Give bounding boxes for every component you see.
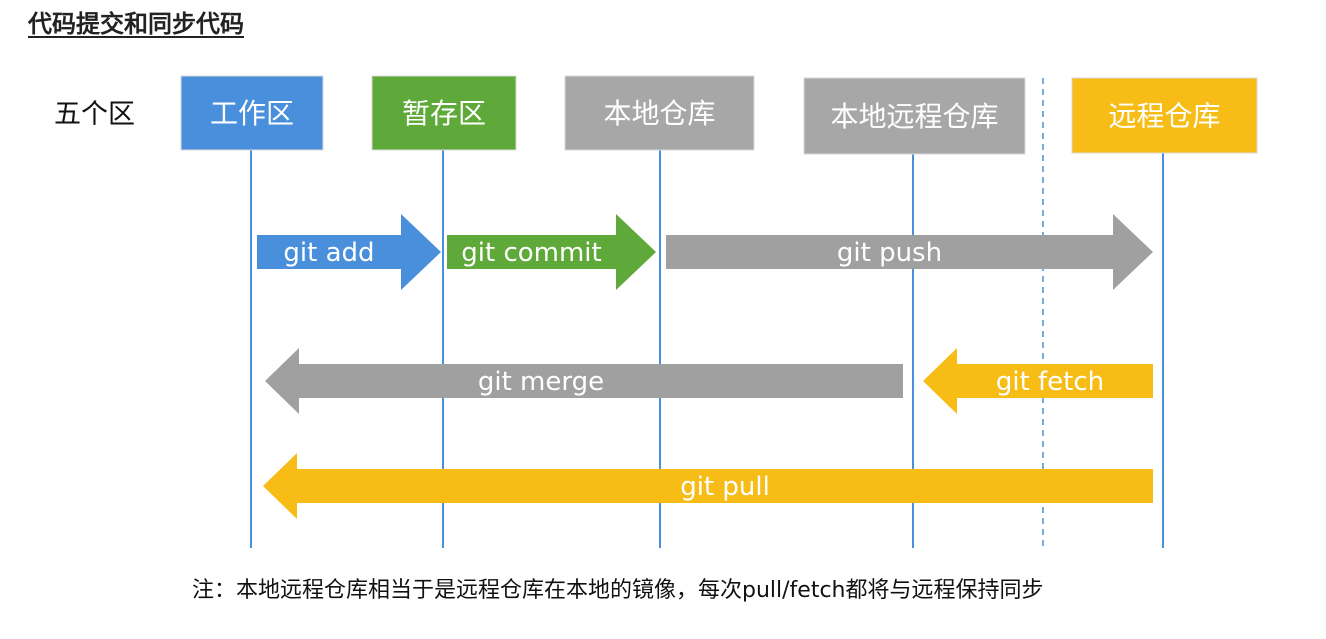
arrow-git-fetch [923,348,1153,414]
arrow-label-git-pull: git pull [680,472,770,502]
arrow-label-git-fetch: git fetch [996,367,1104,397]
zone-box-remote-repo [1071,77,1258,154]
arrow-git-merge [265,348,903,414]
arrow-git-commit [447,214,656,290]
row-label-five-zones: 五个区 [54,99,135,130]
arrow-git-add [257,214,441,290]
arrow-git-pull [263,453,1153,519]
zone-label-staging: 暂存区 [402,97,486,130]
arrow-git-push [666,214,1153,290]
zone-box-local-remote-repo [803,77,1026,155]
zones-group: 工作区 暂存区 本地仓库 本地远程仓库 远程仓库 [180,75,1258,155]
arrow-label-git-push: git push [837,238,942,268]
arrow-label-git-add: git add [283,238,374,268]
zone-label-local-remote-repo: 本地远程仓库 [830,100,998,133]
diagram-title: 代码提交和同步代码 [28,10,244,38]
zone-box-workspace [180,75,324,151]
zone-label-local-repo: 本地仓库 [603,97,715,130]
zone-box-staging [371,75,517,151]
zone-label-workspace: 工作区 [210,97,294,130]
arrow-label-git-merge: git merge [478,367,604,397]
zone-box-local-repo [564,75,755,151]
zone-label-remote-repo: 远程仓库 [1108,100,1220,133]
arrows-group: git add git commit git push git merge git fe… [257,214,1153,519]
footnote: 注：本地远程仓库相当于是远程仓库在本地的镜像，每次pull/fetch都将与远程… [192,578,1044,603]
arrow-label-git-commit: git commit [461,238,601,268]
